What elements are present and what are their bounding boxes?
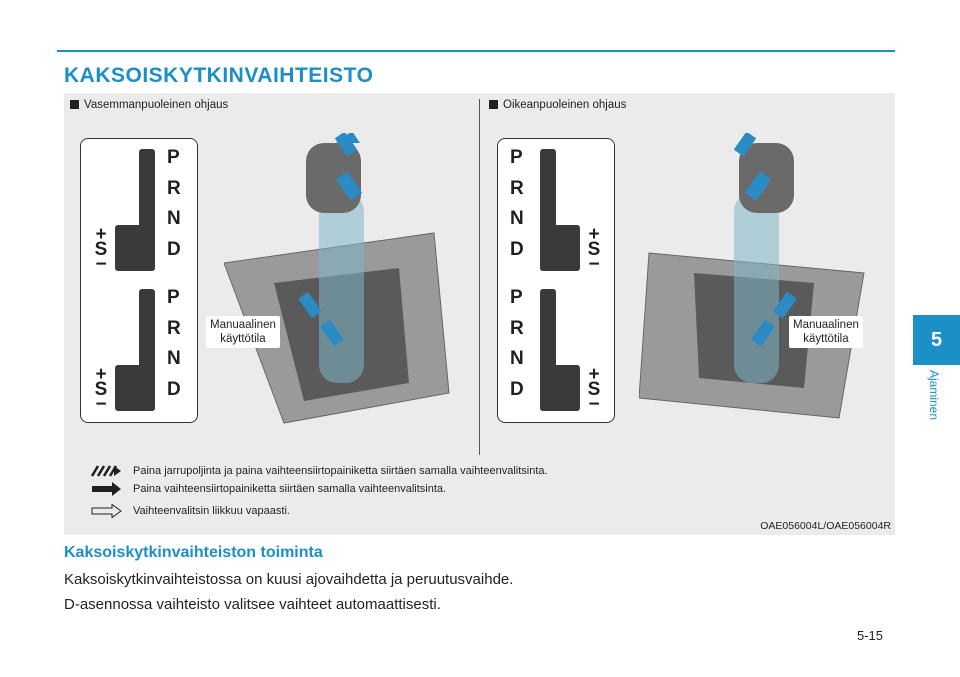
gear-d: D — [510, 378, 524, 400]
gear-n: N — [510, 208, 524, 229]
minus-sign: − — [95, 394, 107, 415]
left-caption: Vasemmanpuoleinen ohjaus — [70, 99, 228, 111]
right-caption: Oikeanpuoleinen ohjaus — [489, 99, 626, 111]
left-caption-text: Vasemmanpuoleinen ohjaus — [84, 99, 229, 111]
outline-arrow-icon — [91, 504, 122, 518]
gear-r: R — [167, 177, 181, 199]
plus-sign: + — [95, 364, 107, 385]
gear-d: D — [167, 378, 181, 400]
gear-r: R — [510, 317, 524, 339]
sport-indicator: + S − — [585, 364, 603, 415]
manual-label-line1: Manuaalinen — [793, 319, 859, 331]
arrow-icon — [320, 319, 344, 347]
sport-letter: S — [94, 379, 108, 400]
gear-d: D — [167, 238, 181, 260]
sport-letter: S — [587, 379, 601, 400]
bullet-square-icon — [489, 100, 498, 109]
manual-mode-label-left: Manuaalinen käyttötila — [206, 316, 280, 348]
gear-n: N — [510, 348, 524, 369]
arrow-icon — [335, 171, 363, 201]
sport-indicator: + S − — [585, 224, 603, 275]
arrow-icon — [744, 171, 772, 201]
manual-label-line1: Manuaalinen — [210, 319, 276, 331]
gear-p: P — [167, 287, 180, 308]
gate-track — [540, 225, 580, 271]
section-heading: Kaksoiskytkinvaihteiston toiminta — [64, 544, 323, 561]
gear-d: D — [510, 238, 524, 260]
figure-divider — [479, 99, 480, 455]
left-shifter-console-illustration — [224, 133, 450, 424]
sport-indicator: + S − — [92, 224, 110, 275]
gear-letters-top: P R N D — [167, 143, 181, 265]
shift-lever-ghost — [319, 193, 364, 383]
bullet-square-icon — [70, 100, 79, 109]
hatched-arrow-icon — [90, 465, 121, 477]
minus-sign: − — [95, 254, 107, 275]
top-rule — [57, 50, 895, 52]
gear-n: N — [167, 208, 181, 229]
body-paragraph-2: D-asennossa vaihteisto valitsee vaihteet… — [64, 596, 441, 613]
gear-p: P — [510, 287, 523, 308]
sport-letter: S — [94, 239, 108, 260]
plus-sign: + — [588, 224, 600, 245]
plus-sign: + — [588, 364, 600, 385]
shift-knob — [306, 143, 361, 213]
minus-sign: − — [588, 254, 600, 275]
gear-letters-top: P R N D — [510, 143, 524, 265]
gate-track — [115, 225, 155, 271]
chapter-name: Ajaminen — [927, 370, 941, 421]
arrow-icon — [334, 133, 358, 157]
gear-n: N — [167, 348, 181, 369]
manual-mode-label-right: Manuaalinen käyttötila — [789, 316, 863, 348]
chapter-tab: 5 — [913, 315, 960, 365]
manual-label-line2: käyttötila — [220, 333, 266, 345]
arrow-icon — [733, 133, 757, 157]
gear-letters-bottom: P R N D — [167, 283, 181, 405]
body-paragraph-1: Kaksoiskytkinvaihteistossa on kuusi ajov… — [64, 571, 514, 588]
right-caption-text: Oikeanpuoleinen ohjaus — [503, 99, 627, 111]
manual-label-line2: käyttötila — [803, 333, 849, 345]
shift-lever-ghost — [734, 193, 779, 383]
right-shift-pattern-panel: P R N D + S − P R N D + S − — [497, 138, 615, 423]
shift-pattern-figure: Vasemmanpuoleinen ohjaus Oikeanpuoleinen… — [64, 93, 895, 535]
legend-text: Paina vaihteensiirtopainiketta siirtäen … — [133, 483, 447, 495]
minus-sign: − — [588, 394, 600, 415]
arrow-icon — [751, 319, 775, 347]
legend-text: Paina jarrupoljinta ja paina vaihteensii… — [133, 465, 548, 477]
gear-p: P — [167, 147, 180, 168]
gear-p: P — [510, 147, 523, 168]
gear-letters-bottom: P R N D — [510, 283, 524, 405]
legend-text: Vaihteenvalitsin liikkuu vapaasti. — [133, 505, 290, 517]
solid-arrow-icon — [92, 482, 121, 496]
left-shift-pattern-panel: P R N D + S − P R N D + S − — [80, 138, 198, 423]
gate-track — [540, 365, 580, 411]
figure-code: OAE056004L/OAE056004R — [760, 520, 891, 532]
page-title: KAKSOISKYTKINVAIHTEISTO — [64, 64, 374, 87]
arrow-icon — [773, 291, 797, 319]
sport-letter: S — [587, 239, 601, 260]
arrow-icon — [298, 291, 322, 319]
gear-r: R — [510, 177, 524, 199]
gear-r: R — [167, 317, 181, 339]
sport-indicator: + S − — [92, 364, 110, 415]
right-shifter-console-illustration — [639, 133, 865, 419]
gate-track — [115, 365, 155, 411]
page-number: 5-15 — [857, 628, 884, 643]
plus-sign: + — [95, 224, 107, 245]
